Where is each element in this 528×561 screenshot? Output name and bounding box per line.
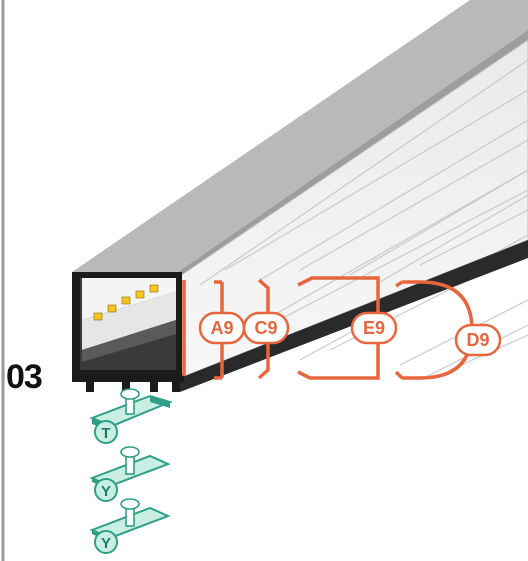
clip-y-1: Y xyxy=(89,446,171,502)
step-number: 03 xyxy=(6,358,43,396)
label-e9: E9 xyxy=(350,311,398,345)
label-a9: A9 xyxy=(198,311,246,345)
profile-top-face xyxy=(72,0,528,272)
label-c9: C9 xyxy=(242,311,290,345)
mounting-rail xyxy=(76,374,184,392)
clip-t-label: T xyxy=(101,425,110,442)
label-d9-text: D9 xyxy=(466,330,489,350)
label-c9-text: C9 xyxy=(254,318,277,338)
label-d9: D9 xyxy=(454,323,502,357)
variant-labels: A9 C9 E9 D9 xyxy=(198,311,502,357)
clip-t: T xyxy=(89,388,173,444)
label-e9-text: E9 xyxy=(363,318,385,338)
clip-y-2-label: Y xyxy=(101,535,111,552)
clip-y-1-label: Y xyxy=(101,483,111,500)
clip-y-2: Y xyxy=(89,498,171,554)
label-a9-text: A9 xyxy=(210,318,233,338)
led-strip xyxy=(93,284,159,321)
